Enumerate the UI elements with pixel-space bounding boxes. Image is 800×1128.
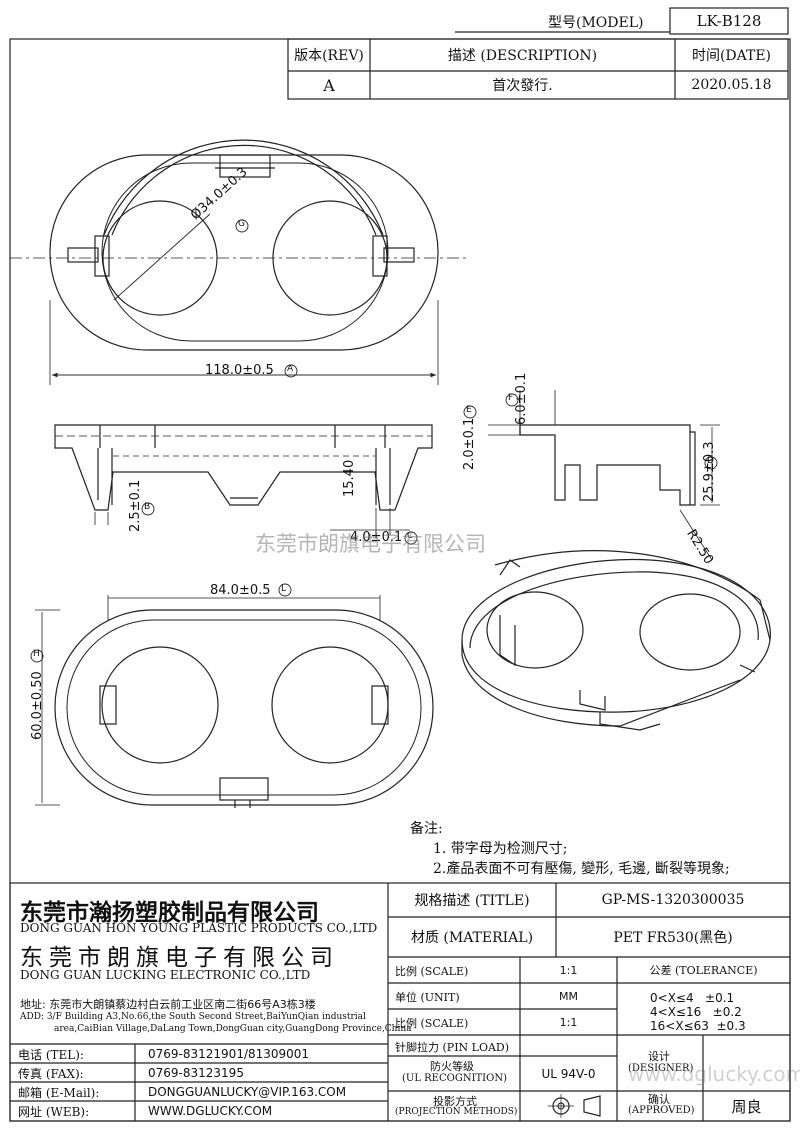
scale2-value: 1:1: [559, 1015, 578, 1029]
mail-label: 邮箱 (E-Mail):: [18, 1086, 100, 1100]
ul-value: UL 94V-0: [541, 1066, 596, 1081]
tolerance-1: 0<X≤4 ±0.1: [650, 991, 735, 1005]
dim-15-40: 15.40: [342, 459, 357, 497]
dim-60: 60.0±0.50: [30, 671, 45, 740]
dim-2-0-mark: E: [466, 405, 472, 415]
web-value[interactable]: WWW.DGLUCKY.COM: [148, 1104, 273, 1118]
isometric-view: [461, 550, 771, 731]
dim-25-9: 25.9±0.3: [702, 441, 717, 502]
scale-value: 1:1: [559, 963, 578, 977]
ul-label-cn: 防火等级: [430, 1060, 474, 1073]
dim-2-0: 2.0±0.1: [462, 417, 477, 470]
company-address-en-2: area,CaiBian Village,DaLang Town,DongGua…: [54, 1024, 412, 1034]
model-label: 型号(MODEL): [548, 15, 644, 31]
tolerance-3: 16<X≤63 ±0.3: [650, 1019, 746, 1033]
scale2-label: 比例 (SCALE): [395, 1017, 469, 1030]
dim-84: 84.0±0.5: [210, 583, 271, 598]
note-2: 2.產品表面不可有壓傷, 變形, 毛邊, 斷裂等現象;: [433, 861, 730, 877]
dim-25-9-mark: D: [707, 456, 714, 466]
approved-label-cn: 确认: [648, 1093, 670, 1106]
watermark-company: 东莞市朗旗电子有限公司: [255, 532, 486, 556]
desc-value: 首次發行.: [492, 78, 553, 94]
dim-84-mark: L: [281, 584, 287, 594]
dim-2-5: 2.5±0.1: [128, 479, 143, 532]
ul-label-en: (UL RECOGNITION): [402, 1073, 507, 1084]
tel-value: 0769-83121901/81309001: [148, 1047, 310, 1061]
dim-6-0: 6.0±0.1: [514, 372, 529, 425]
unit-label: 单位 (UNIT): [395, 991, 460, 1004]
mail-value[interactable]: DONGGUANLUCKY@VIP.163.COM: [148, 1085, 347, 1099]
dim-6-0-mark: F: [508, 393, 514, 403]
site-watermark: www.dglucky.com: [628, 1062, 800, 1086]
title-value: GP-MS-1320300035: [601, 892, 745, 908]
dim-4-0-mark: C: [407, 531, 414, 541]
model-value: LK-B128: [696, 12, 762, 30]
dim-118-mark: A: [287, 364, 294, 374]
note-1: 1. 带字母为检测尺寸;: [433, 841, 568, 857]
company-address-en-1: ADD: 3/F Building A3,No.66,the South Sec…: [20, 1012, 366, 1022]
designer-label-en: (DESIGNER): [628, 1063, 694, 1074]
dim-4-0: 4.0±0.1: [350, 530, 403, 545]
revision-table: [287, 38, 789, 100]
company-name-2: 东莞市朗旗电子有限公司: [20, 945, 339, 971]
company-name-1-en: DONG GUAN HON YOUNG PLASTIC PRODUCTS CO.…: [20, 921, 378, 935]
web-label: 网址 (WEB):: [18, 1105, 90, 1119]
title-label: 规格描述 (TITLE): [414, 893, 530, 909]
dim-2-5-mark: B: [144, 502, 151, 512]
dim-60-mark: H: [33, 649, 40, 659]
date-header: 时间(DATE): [691, 48, 772, 64]
designer-label-cn: 设计: [648, 1050, 670, 1063]
side-view: [54, 424, 433, 535]
tolerance-2: 4<X≤16 ±0.2: [650, 1005, 742, 1019]
rev-header: 版本(REV): [294, 48, 364, 64]
material-label: 材质 (MATERIAL): [410, 930, 534, 946]
company-name-1: 东莞市瀚扬塑胶制品有限公司: [20, 900, 319, 926]
company-name-2-en: DONG GUAN LUCKING ELECTRONIC CO.,LTD: [20, 968, 311, 982]
pin-load-label: 针脚拉力 (PIN LOAD): [395, 1041, 510, 1054]
date-value: 2020.05.18: [691, 77, 772, 93]
scale-label: 比例 (SCALE): [395, 965, 469, 978]
projection-label-cn: 投影方式: [433, 1095, 477, 1108]
dim-dia-mark: G: [238, 219, 245, 229]
bottom-view: [35, 595, 434, 808]
dim-118: 118.0±0.5: [205, 363, 274, 378]
material-value: PET FR530(黑色): [613, 930, 733, 946]
company-address-cn: 地址: 东莞市大朗镇蔡边村白云前工业区南二街66号A3栋3楼: [20, 998, 316, 1011]
right-view: [488, 390, 720, 561]
unit-value: MM: [559, 989, 578, 1003]
desc-header: 描述 (DESCRIPTION): [447, 48, 598, 64]
notes-title: 备注:: [410, 821, 443, 837]
fax-label: 传真 (FAX):: [18, 1067, 84, 1081]
projection-label-en: (PROJECTION METHODS): [395, 1107, 518, 1117]
tolerance-label: 公差 (TOLERANCE): [649, 964, 758, 977]
title-block: [9, 882, 791, 1122]
rev-value: A: [323, 75, 335, 95]
approved-label-en: (APPROVED): [628, 1105, 695, 1116]
tel-label: 电话 (TEL):: [18, 1048, 84, 1062]
fax-value: 0769-83123195: [148, 1066, 244, 1080]
approved-value: 周良: [731, 1097, 762, 1116]
